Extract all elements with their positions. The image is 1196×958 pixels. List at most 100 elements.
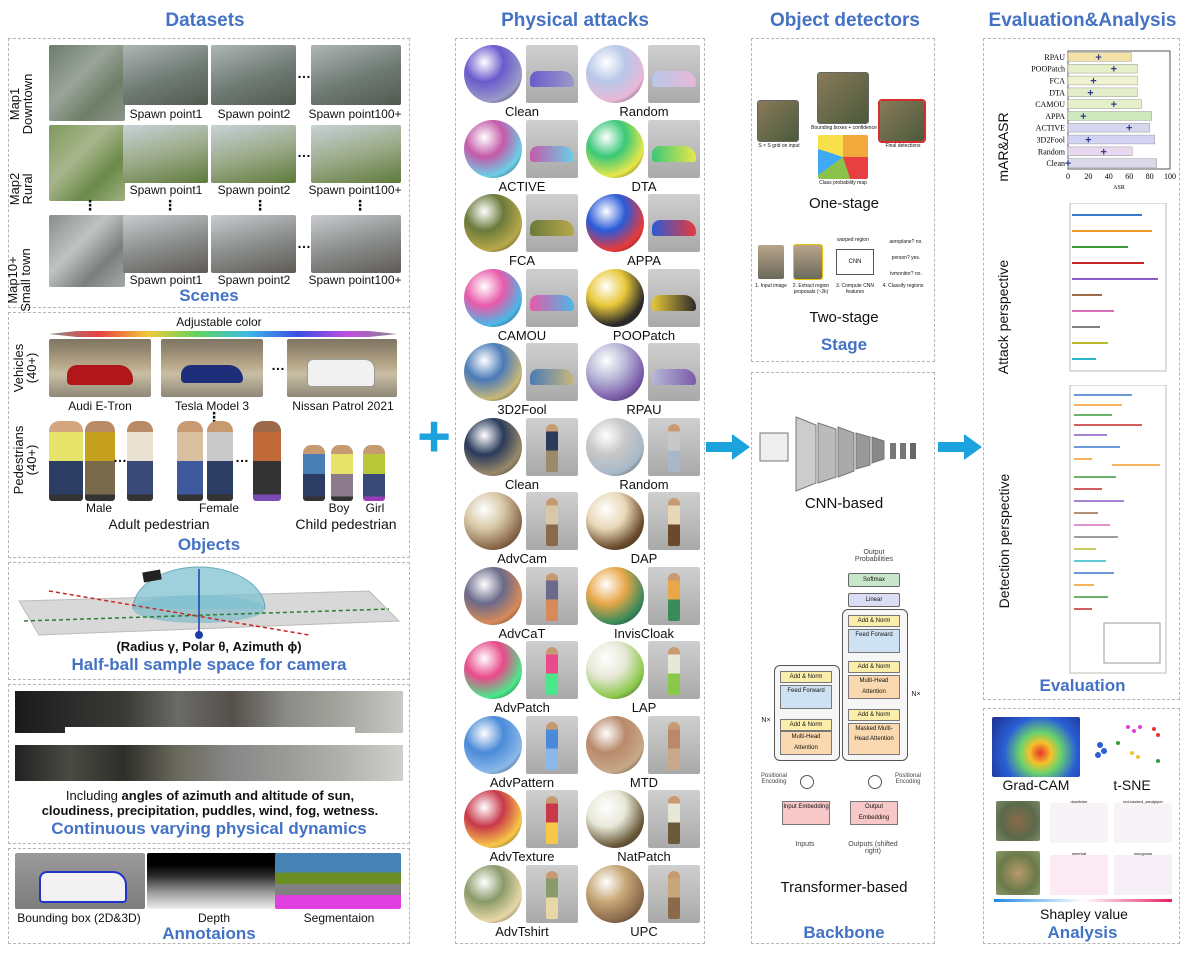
bbox-label: Bounding box (2D&3D) (17, 911, 141, 925)
male-ped-2 (85, 421, 115, 501)
child-ped-2 (331, 445, 353, 501)
tf-nx-right: N× (911, 691, 921, 698)
male-label: Male (85, 501, 112, 515)
map1-spawn100 (311, 45, 401, 105)
chart-tick-label: 60 (1125, 172, 1133, 181)
objects-title: Objects (177, 535, 241, 554)
attack-label: AdvCam (497, 551, 547, 566)
dynamics-panel: Including angles of azimuth and altitude… (8, 684, 410, 844)
attack-sphere-person-6-0 (464, 492, 522, 550)
map2-spawn2-label: Spawn point2 (217, 183, 291, 197)
map10-spawn100-label: Spawn point100+ (308, 273, 402, 287)
attack-sphere-vehicle-2-1 (586, 194, 644, 252)
attack-perspective-plot (1069, 203, 1167, 372)
attack-person-shape (546, 423, 558, 472)
attack-person-shape (668, 572, 680, 621)
attack-sphere-vehicle-3-0 (464, 268, 522, 327)
attack-label: CAMOU (497, 327, 547, 343)
chart-marker: + (1085, 135, 1091, 147)
transformer-label: Transformer-based (780, 879, 908, 896)
male-ped-1 (49, 421, 83, 501)
annotations-panel: Bounding box (2D&3D) Depth Segmentaion A… (8, 848, 410, 944)
attack-label: MTD (629, 774, 659, 790)
dynamics-text-line1: Including angles of azimuth and altitude… (65, 788, 355, 803)
map10-dots: … (297, 235, 311, 251)
two-stage-label: Two-stage (809, 309, 879, 326)
vdots-4: ⋮ (353, 197, 367, 213)
map2-topview (49, 125, 125, 201)
one-stage-label: One-stage (808, 195, 880, 212)
chart-category-label: POOPatch (1031, 65, 1065, 74)
chart-bar (1067, 99, 1142, 109)
chart-marker: + (1080, 111, 1086, 123)
rcnn-step-1: 1. Input image (755, 283, 787, 289)
attack-label: Clean (505, 104, 539, 119)
chart-bar (1067, 64, 1138, 74)
yolo-class-map (818, 135, 868, 179)
chart-bar (1067, 158, 1157, 168)
shap-map-1 (1050, 803, 1108, 843)
attack-person-shape (668, 870, 680, 919)
tf-enc-ff: Feed Forward (780, 685, 832, 709)
vehicle-audi-label: Audi E-Tron (68, 399, 132, 413)
attack-label: UPC (630, 923, 658, 939)
tsne-plot (1095, 725, 1160, 763)
dynamics-text-line2: cloudiness, precipitation, puddles, wind… (41, 803, 379, 818)
map10-spawn2 (211, 215, 296, 273)
boy-ped (303, 445, 325, 501)
yolo-input-image (757, 100, 799, 142)
attack-sphere-vehicle-4-0 (464, 343, 522, 401)
color-gradient-bar (49, 331, 397, 337)
tf-dec-masked: Masked Multi-Head Attention (848, 723, 900, 755)
yolo-caption-grid: S × S grid on input (758, 143, 800, 149)
map10-topview (49, 215, 125, 287)
girl-label: Girl (365, 501, 385, 515)
attack-car-shape (652, 369, 696, 385)
map2-dots: … (297, 144, 311, 160)
tf-dec-addnorm-1: Add & Norm (848, 615, 900, 627)
stage-title: Stage (820, 335, 868, 354)
female-ped-3 (253, 421, 281, 501)
map10-spawn1-label: Spawn point1 (129, 273, 203, 287)
plus-icon: + (417, 404, 451, 469)
attack-label: AdvPatch (494, 700, 550, 715)
backbone-title: Backbone (803, 923, 885, 942)
vdots-3: ⋮ (253, 197, 267, 213)
attack-person-shape (546, 870, 558, 919)
backbone-panel: CNN-based Output Probabilities Softmax L… (751, 372, 935, 944)
chart-xlabel: ASR (1113, 185, 1125, 191)
column-title-attacks: Physical attacks (501, 10, 649, 31)
camera-formula: (Radius γ, Polar θ, Azimuth ϕ) (116, 639, 302, 654)
rcnn-step-3: 3. Compute CNN features (835, 283, 875, 295)
tf-dec-addnorm-3: Add & Norm (848, 709, 900, 721)
attack-sphere-vehicle-0-0 (464, 45, 522, 103)
tf-linear: Linear (848, 593, 900, 607)
attack-sphere-person-5-1 (586, 417, 644, 476)
tf-pos-enc-left-icon (800, 775, 814, 789)
attack-car-shape (530, 369, 574, 385)
rcnn-step-2: 2. Extract region proposals (~2k) (792, 283, 830, 295)
camera-panel: (Radius γ, Polar θ, Azimuth ϕ) Half-ball… (8, 562, 410, 680)
attack-car-shape (530, 294, 574, 311)
map-asr-label: mAR&ASR (995, 112, 1011, 182)
chart-tick-label: 100 (1164, 172, 1176, 181)
pedestrians-label: Pedestrians(40+) (11, 425, 39, 495)
map1-spawn100-label: Spawn point100+ (308, 107, 402, 121)
attack-sphere-vehicle-0-1 (586, 45, 644, 103)
camera-title: Half-ball sample space for camera (71, 655, 347, 674)
attack-sphere-vehicle-1-0 (464, 119, 522, 178)
objects-panel: Adjustable color Vehicles(40+) … Audi E-… (8, 312, 410, 558)
attack-label: NatPatch (617, 849, 671, 864)
chart-category-label: RPAU (1044, 53, 1065, 62)
adult-pedestrian-label: Adult pedestrian (108, 516, 210, 532)
attack-label: RPAU (626, 402, 662, 417)
tf-enc-addnorm-2: Add & Norm (780, 719, 832, 731)
chart-category-label: 3D2Fool (1037, 136, 1066, 145)
vehicle-audi-car (67, 365, 133, 385)
attack-sphere-person-7-1 (586, 566, 644, 625)
gradcam-image (992, 717, 1080, 777)
attack-sphere-person-7-0 (464, 566, 522, 625)
depth-label: Depth (197, 911, 231, 925)
attack-person-shape (546, 721, 558, 770)
